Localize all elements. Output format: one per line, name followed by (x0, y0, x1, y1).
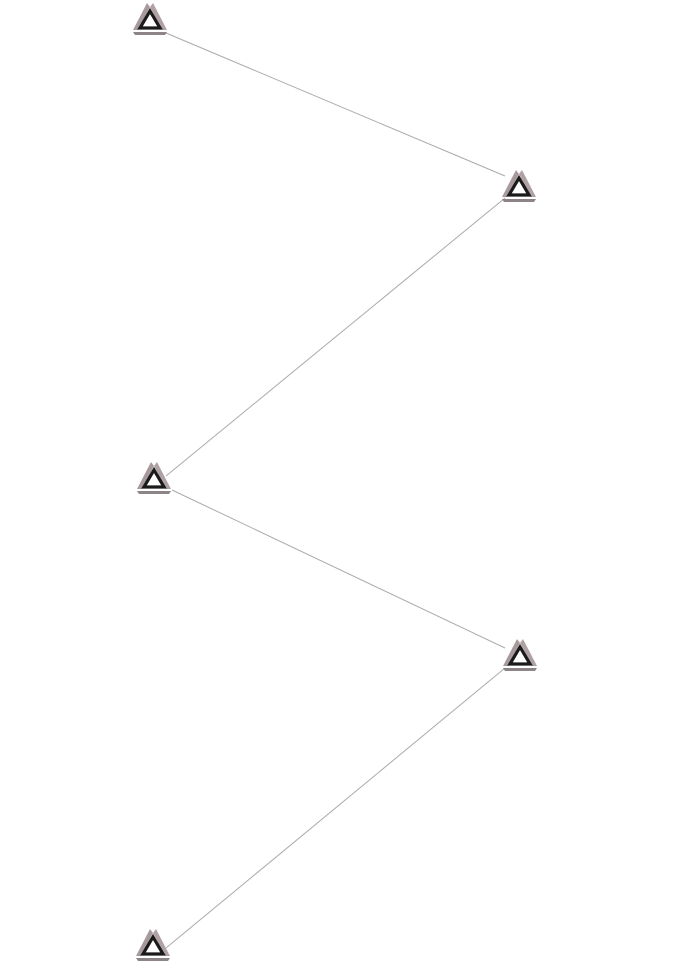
triangle-node-icon[interactable] (134, 927, 172, 963)
edge-4-5 (165, 667, 506, 949)
edge-3-4 (171, 489, 506, 649)
triangle-node-icon[interactable] (131, 1, 169, 37)
triangle-node-icon[interactable] (501, 637, 539, 673)
triangle-node-icon[interactable] (500, 168, 538, 204)
triangle-node-icon[interactable] (135, 460, 173, 496)
edge-2-3 (165, 197, 506, 477)
edge-1-2 (165, 32, 506, 177)
